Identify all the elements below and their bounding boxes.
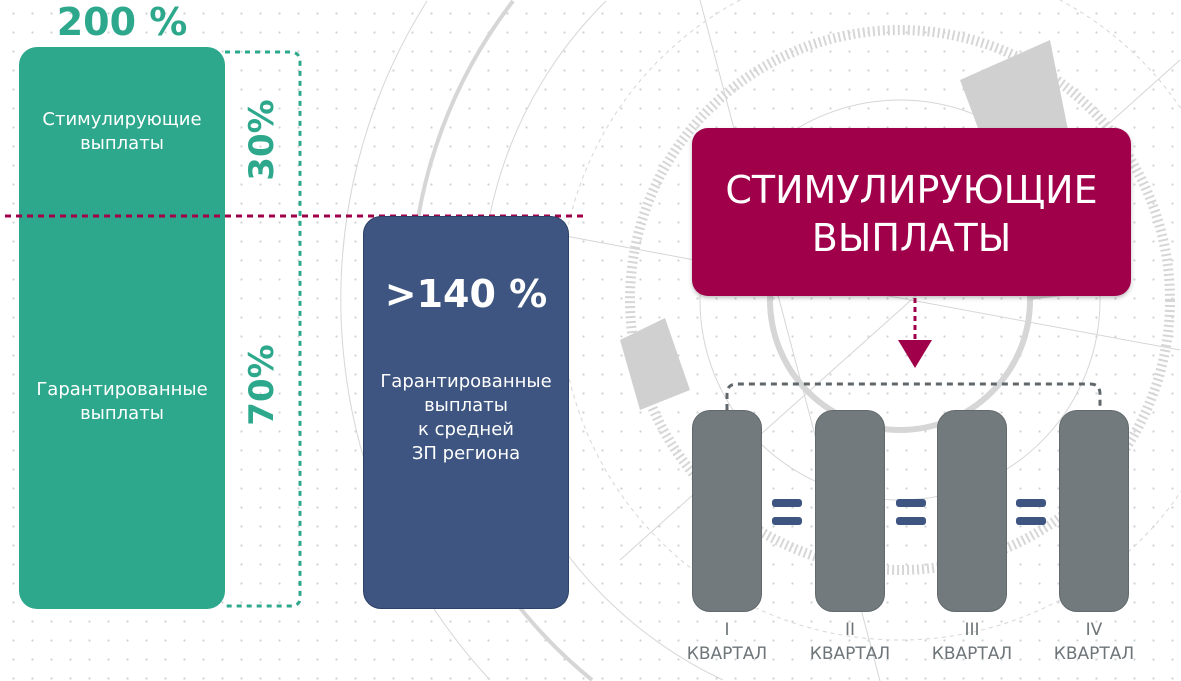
desc-line: выплаты: [424, 395, 508, 416]
title-line: СТИМУЛИРУЮЩИЕ: [725, 168, 1098, 212]
quarter-2-label: II КВАРТАЛ: [795, 618, 905, 666]
down-arrow-icon: [898, 340, 932, 368]
quarter-1-label: I КВАРТАЛ: [672, 618, 782, 666]
equals-icon: [896, 517, 926, 525]
regional-average-box: [363, 216, 569, 609]
incentive-payments-label: Стимулирующие выплаты: [19, 108, 225, 156]
guaranteed-payments-label: Гарантированные выплаты: [19, 378, 225, 426]
dotted-brackets: [5, 50, 585, 608]
quarter-number: IV: [1085, 620, 1103, 640]
salary-structure-bar: [19, 47, 225, 609]
equals-icon: [1016, 517, 1046, 525]
quarter-4-label: IV КВАРТАЛ: [1039, 618, 1149, 666]
title-line: ВЫПЛАТЫ: [811, 216, 1012, 260]
incentive-payments-title-box: СТИМУЛИРУЮЩИЕ ВЫПЛАТЫ: [692, 128, 1131, 296]
quarter-3-bar: [937, 410, 1007, 612]
quarter-1-bar: [692, 410, 762, 612]
quarter-number: III: [964, 620, 980, 640]
quarter-3-label: III КВАРТАЛ: [917, 618, 1027, 666]
label-line: выплаты: [80, 133, 164, 154]
arrows: [725, 298, 1102, 410]
quarter-4-bar: [1059, 410, 1129, 612]
quarter-text: КВАРТАЛ: [686, 644, 768, 664]
equals-icon: [772, 499, 802, 507]
quarter-text: КВАРТАЛ: [1053, 644, 1135, 664]
desc-line: Гарантированные: [380, 371, 552, 392]
desc-line: ЗП региона: [411, 443, 521, 464]
label-line: Гарантированные: [36, 379, 208, 400]
equals-icon: [896, 499, 926, 507]
incentive-percent: 30%: [242, 99, 282, 181]
quarter-text: КВАРТАЛ: [931, 644, 1013, 664]
total-percent: 200 %: [56, 0, 188, 44]
regional-percent: >140 %: [384, 272, 548, 316]
equals-icon: [1016, 499, 1046, 507]
equals-icon: [772, 517, 802, 525]
quarter-number: II: [844, 620, 856, 640]
quarter-2-bar: [815, 410, 885, 612]
quarter-number: I: [724, 620, 730, 640]
guaranteed-percent: 70%: [242, 344, 282, 426]
desc-line: к средней: [418, 419, 514, 440]
regional-description: Гарантированные выплаты к средней ЗП рег…: [363, 370, 569, 466]
label-line: выплаты: [80, 403, 164, 424]
quarter-text: КВАРТАЛ: [809, 644, 891, 664]
label-line: Стимулирующие: [42, 109, 202, 130]
